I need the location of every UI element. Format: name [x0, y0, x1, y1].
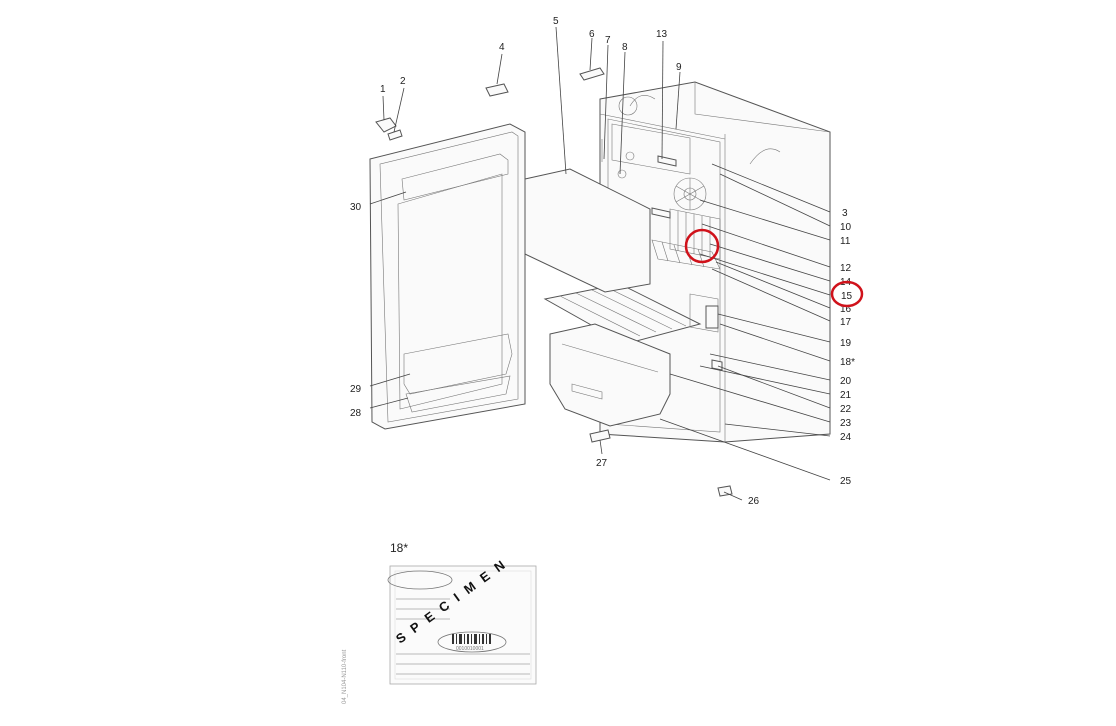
plate-model-highlight	[387, 570, 453, 590]
exploded-view-diagram: 1 2 4 5 6 7 8 9 13 3 10 11 12 14 15 16 1…	[342, 16, 864, 704]
part-4-shape	[485, 83, 509, 97]
label-30: 30	[350, 202, 362, 213]
label-6: 6	[589, 29, 595, 40]
side-reference-note: 04_N104-N110-front	[342, 649, 348, 704]
label-29: 29	[350, 384, 362, 395]
plate-heading: 18*	[390, 541, 408, 555]
highlight-marks	[684, 228, 864, 308]
highlight-circle-part	[684, 228, 720, 264]
door-assembly	[369, 83, 526, 430]
rating-plate-specimen: 18* 0010010001 SPECIMEN	[387, 541, 537, 685]
label-18: 18*	[840, 357, 855, 368]
part-2-shape	[387, 129, 403, 141]
part-26-shape	[717, 485, 733, 497]
part-27-shape	[589, 429, 611, 443]
label-7: 7	[605, 35, 611, 46]
label-22: 22	[840, 404, 852, 415]
label-24: 24	[840, 432, 852, 443]
label-11: 11	[840, 236, 851, 247]
label-16: 16	[840, 304, 852, 315]
highlight-circle-label-15	[830, 280, 864, 308]
label-13: 13	[656, 29, 668, 40]
label-4: 4	[499, 42, 505, 53]
part-6-shape	[579, 67, 605, 81]
cabinet-assembly	[524, 67, 831, 497]
label-12: 12	[840, 263, 852, 274]
label-1: 1	[380, 84, 386, 95]
label-9: 9	[676, 62, 682, 73]
label-17: 17	[840, 317, 852, 328]
label-2: 2	[400, 76, 406, 87]
label-25: 25	[840, 476, 852, 487]
label-20: 20	[840, 376, 852, 387]
part-5-shape	[524, 168, 651, 293]
label-8: 8	[622, 42, 628, 53]
label-3: 3	[842, 208, 848, 219]
plate-serial: 0010010001	[456, 646, 484, 652]
label-26: 26	[748, 496, 760, 507]
part-1-shape	[375, 117, 397, 133]
label-23: 23	[840, 418, 852, 429]
label-28: 28	[350, 408, 362, 419]
label-19: 19	[840, 338, 852, 349]
plate-barcode-highlight	[437, 631, 507, 653]
label-27: 27	[596, 458, 608, 469]
leader-lines	[369, 26, 831, 501]
parts-diagram-sheet: 1 2 4 5 6 7 8 9 13 3 10 11 12 14 15 16 1…	[340, 14, 871, 704]
label-15: 15	[841, 291, 853, 302]
label-5: 5	[553, 16, 559, 27]
label-21: 21	[840, 390, 852, 401]
barcode	[452, 634, 491, 644]
label-10: 10	[840, 222, 852, 233]
